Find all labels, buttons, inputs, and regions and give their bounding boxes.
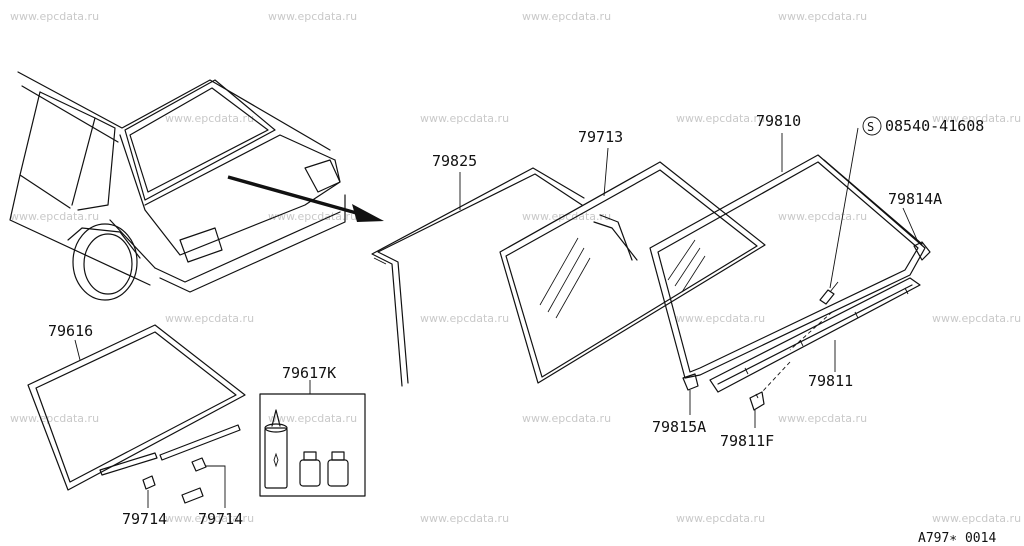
adhesive-kit-79617K xyxy=(259,380,366,497)
label-79714-right: 79714 xyxy=(198,510,243,528)
diagram-code: A797∗ 0014 xyxy=(918,531,996,546)
label-79825: 79825 xyxy=(432,152,477,170)
watermark: www.epcdata.ru xyxy=(10,412,99,425)
direction-arrow xyxy=(227,175,384,222)
car-rear-illustration xyxy=(9,71,346,301)
clip-79815A xyxy=(682,373,699,391)
watermark: www.epcdata.ru xyxy=(676,312,765,325)
screw-symbol: S xyxy=(867,120,874,134)
watermark: www.epcdata.ru xyxy=(165,512,254,525)
watermark: www.epcdata.ru xyxy=(778,10,867,23)
leader-lines xyxy=(459,127,919,428)
label-79811F: 79811F xyxy=(720,432,774,450)
watermark: www.epcdata.ru xyxy=(522,412,611,425)
watermark: www.epcdata.ru xyxy=(10,10,99,23)
screw-icon xyxy=(819,281,839,305)
watermark: www.epcdata.ru xyxy=(676,512,765,525)
watermark: www.epcdata.ru xyxy=(268,412,357,425)
watermark: www.epcdata.ru xyxy=(932,312,1021,325)
watermark: www.epcdata.ru xyxy=(10,210,99,223)
windshield-79713 xyxy=(499,161,766,384)
part-labels: 79825 79713 79810 S 08540-41608 79814A 7… xyxy=(48,112,996,546)
moulding-79825 xyxy=(371,167,585,387)
watermark: www.epcdata.ru xyxy=(932,512,1021,525)
watermark: www.epcdata.ru xyxy=(268,10,357,23)
watermark: www.epcdata.ru xyxy=(268,210,357,223)
rear-glass-79616 xyxy=(27,324,246,491)
label-79617K: 79617K xyxy=(282,364,336,382)
watermark: www.epcdata.ru xyxy=(420,512,509,525)
label-79811: 79811 xyxy=(808,372,853,390)
label-79714-left: 79714 xyxy=(122,510,167,528)
watermark: www.epcdata.ru xyxy=(522,210,611,223)
watermark: www.epcdata.ru xyxy=(420,312,509,325)
watermark: www.epcdata.ru xyxy=(778,210,867,223)
label-79713: 79713 xyxy=(578,128,623,146)
label-79810: 79810 xyxy=(756,112,801,130)
watermark: www.epcdata.ru xyxy=(165,112,254,125)
screw-symbol-icon xyxy=(862,116,882,136)
watermark: www.epcdata.ru xyxy=(778,412,867,425)
watermark: www.epcdata.ru xyxy=(676,112,765,125)
clips-79714 xyxy=(142,457,226,508)
watermark: www.epcdata.ru xyxy=(932,112,1021,125)
windshield-frame-79810 xyxy=(649,154,931,379)
watermark: www.epcdata.ru xyxy=(165,312,254,325)
watermark: www.epcdata.ru xyxy=(420,112,509,125)
strip-79811 xyxy=(709,277,921,393)
clip-79811F xyxy=(749,391,765,411)
label-79814A: 79814A xyxy=(888,190,942,208)
label-79616: 79616 xyxy=(48,322,93,340)
label-79815A: 79815A xyxy=(652,418,706,436)
watermarks: www.epcdata.ru www.epcdata.ru www.epcdat… xyxy=(10,10,1021,525)
watermark: www.epcdata.ru xyxy=(522,10,611,23)
label-screw: 08540-41608 xyxy=(885,117,984,135)
